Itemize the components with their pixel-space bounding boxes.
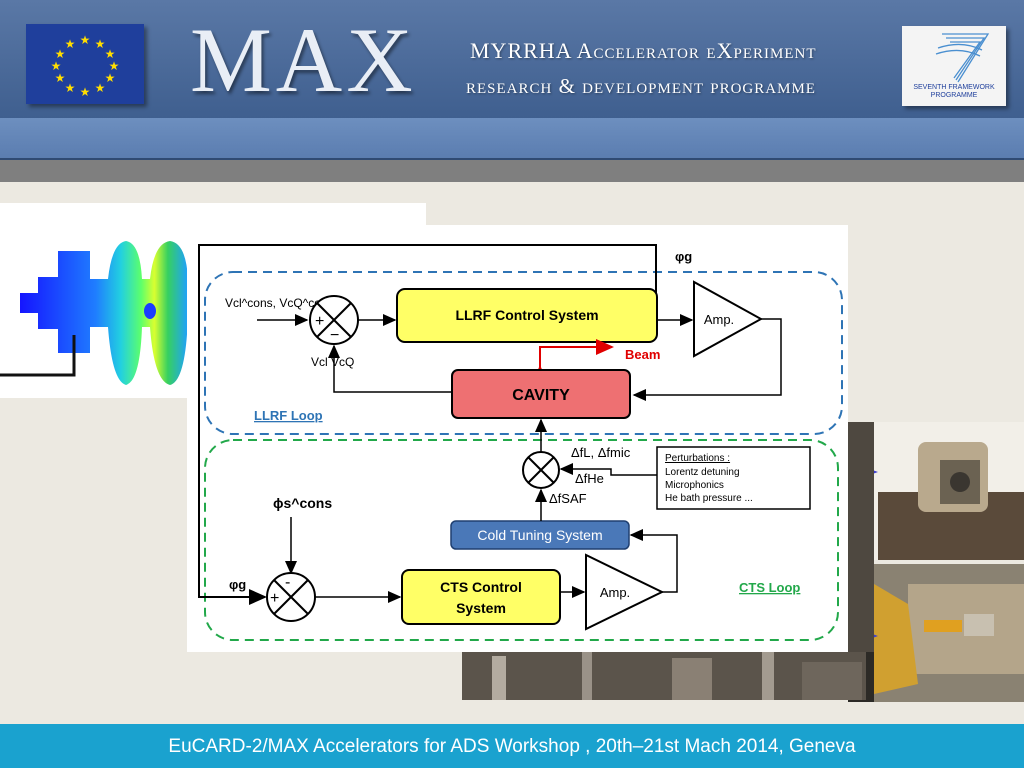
cts-sum-plus: + [270, 590, 279, 607]
llrf-loop-label: LLRF Loop [254, 408, 323, 423]
header-divider [0, 160, 1024, 182]
svg-text:★: ★ [109, 59, 120, 73]
beam-arrow [532, 339, 614, 383]
perturbation-item: He bath pressure ... [665, 493, 753, 504]
cavity-label: CAVITY [512, 387, 570, 404]
header-band [0, 118, 1024, 160]
llrf-sum-minus: − [330, 327, 339, 344]
svg-text:★: ★ [65, 81, 76, 95]
amp-bottom-triangle [585, 553, 665, 631]
footer-text: EuCARD-2/MAX Accelerators for ADS Worksh… [168, 736, 856, 757]
photo-cryostat [462, 652, 866, 700]
svg-text:★: ★ [105, 71, 116, 85]
header-banner [0, 0, 1024, 118]
photo-cryostat-side [848, 422, 874, 652]
eu-flag-icon: ★ ★ ★ ★ ★ ★ ★ ★ ★ ★ ★ ★ [26, 24, 144, 104]
df-saf-label: ΔfSAF [549, 491, 587, 506]
amp-to-cold-tuning-line [629, 529, 678, 593]
amp-bottom-label: Amp. [600, 585, 630, 600]
cold-tuning-block [450, 520, 630, 550]
photo-tuner-bottom [848, 564, 1024, 702]
phi-g-top-label: φg [675, 249, 692, 264]
svg-text:★: ★ [80, 33, 91, 47]
cts-control-block [401, 569, 561, 625]
amp-to-cavity-line [632, 318, 782, 401]
beam-label: Beam [625, 347, 660, 362]
v-feedback-label: Vcl VcQ [311, 355, 354, 369]
control-block-diagram: φg Vcl^cons, VcQ^cons + − LLRF Control S… [187, 225, 848, 652]
llrf-control-label: LLRF Control System [455, 307, 598, 323]
subtitle-line1: MYRRHA Accelerator eXperiment [470, 38, 817, 63]
photo-tuner-top [848, 422, 1024, 560]
fp7-logo-text: SEVENTH FRAMEWORK PROGRAMME [913, 84, 995, 99]
cts-control-label-line2: System [456, 600, 506, 616]
svg-text:★: ★ [95, 81, 106, 95]
llrf-loop-boundary [204, 271, 843, 435]
fp7-logo: SEVENTH FRAMEWORK PROGRAMME [902, 26, 1006, 106]
perturbation-item: Lorentz detuning [665, 467, 740, 478]
max-title: MAX [190, 9, 417, 111]
footer-bar [0, 724, 1024, 768]
amp-top-label: Amp. [704, 312, 734, 327]
phi-g-feedback-line [198, 244, 657, 605]
perturbations-to-sum-line [559, 463, 657, 476]
llrf-control-block [396, 288, 658, 343]
subtitle-line2: research & development programme [466, 74, 816, 98]
perturbation-item: Microphonics [665, 480, 724, 491]
cavity-feedback-line [328, 344, 452, 393]
svg-text:★: ★ [65, 37, 76, 51]
perturbations-box [656, 446, 811, 510]
svg-text:★: ★ [95, 37, 106, 51]
detuning-summing-junction [522, 451, 560, 489]
svg-text:★: ★ [55, 71, 66, 85]
svg-text:★: ★ [51, 59, 62, 73]
cts-loop-boundary [204, 439, 839, 641]
v-cons-label: Vcl^cons, VcQ^cons [225, 296, 334, 310]
perturbations-title: Perturbations : [665, 453, 730, 464]
df-top-label: ΔfL, Δfmic [571, 445, 631, 460]
cts-loop-label: CTS Loop [739, 580, 800, 595]
amp-top-triangle [693, 280, 764, 358]
cavity-block [451, 369, 631, 419]
svg-text:★: ★ [55, 47, 66, 61]
cold-tuning-label: Cold Tuning System [477, 527, 602, 543]
cts-control-label-line1: CTS Control [440, 579, 522, 595]
svg-text:★: ★ [105, 47, 116, 61]
cts-sum-minus: - [285, 574, 290, 591]
svg-text:★: ★ [80, 85, 91, 99]
phi-s-cons-label: ϕs^cons [273, 495, 332, 511]
phi-g-left-label: φg [229, 577, 246, 592]
fp7-seven-icon [935, 33, 990, 83]
llrf-sum-plus: + [315, 313, 324, 330]
df-he-label: ΔfHe [575, 471, 604, 486]
